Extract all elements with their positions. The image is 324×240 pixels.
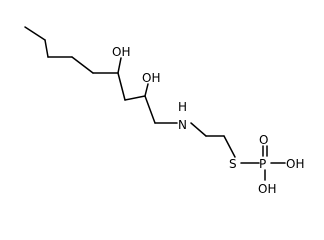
carbon-chain <box>24 26 178 124</box>
label-oh-c2: OH <box>142 71 160 85</box>
bond-c9-c8 <box>24 26 46 41</box>
bond-c8-c7 <box>44 39 49 58</box>
ethyl-linker <box>190 122 236 158</box>
bond-cb-s <box>223 135 236 158</box>
label-oh-p-bottom: OH <box>258 182 276 196</box>
bond-c3-c2 <box>124 95 146 101</box>
structure-diagram: OH OH H N S P O OH OH <box>24 26 305 196</box>
label-o-double: O <box>259 133 268 147</box>
bond-c2-c1 <box>144 95 156 124</box>
hydroxyl-bonds <box>117 57 149 97</box>
label-nh-h: H <box>178 100 187 114</box>
bond-c4-c3 <box>117 72 126 101</box>
phosphate-group <box>240 145 286 181</box>
bond-c6-c5 <box>71 56 94 74</box>
label-oh-p-right: OH <box>286 157 304 171</box>
molecule-drawing: OH OH H N S P O OH OH <box>24 26 304 196</box>
bond-c4-oh <box>117 57 122 74</box>
bond-c2-oh <box>144 83 149 97</box>
label-s: S <box>229 157 237 171</box>
label-p: P <box>259 157 266 171</box>
bond-n-ca <box>190 122 207 137</box>
label-oh-c4: OH <box>112 45 130 59</box>
label-n: N <box>178 118 187 132</box>
